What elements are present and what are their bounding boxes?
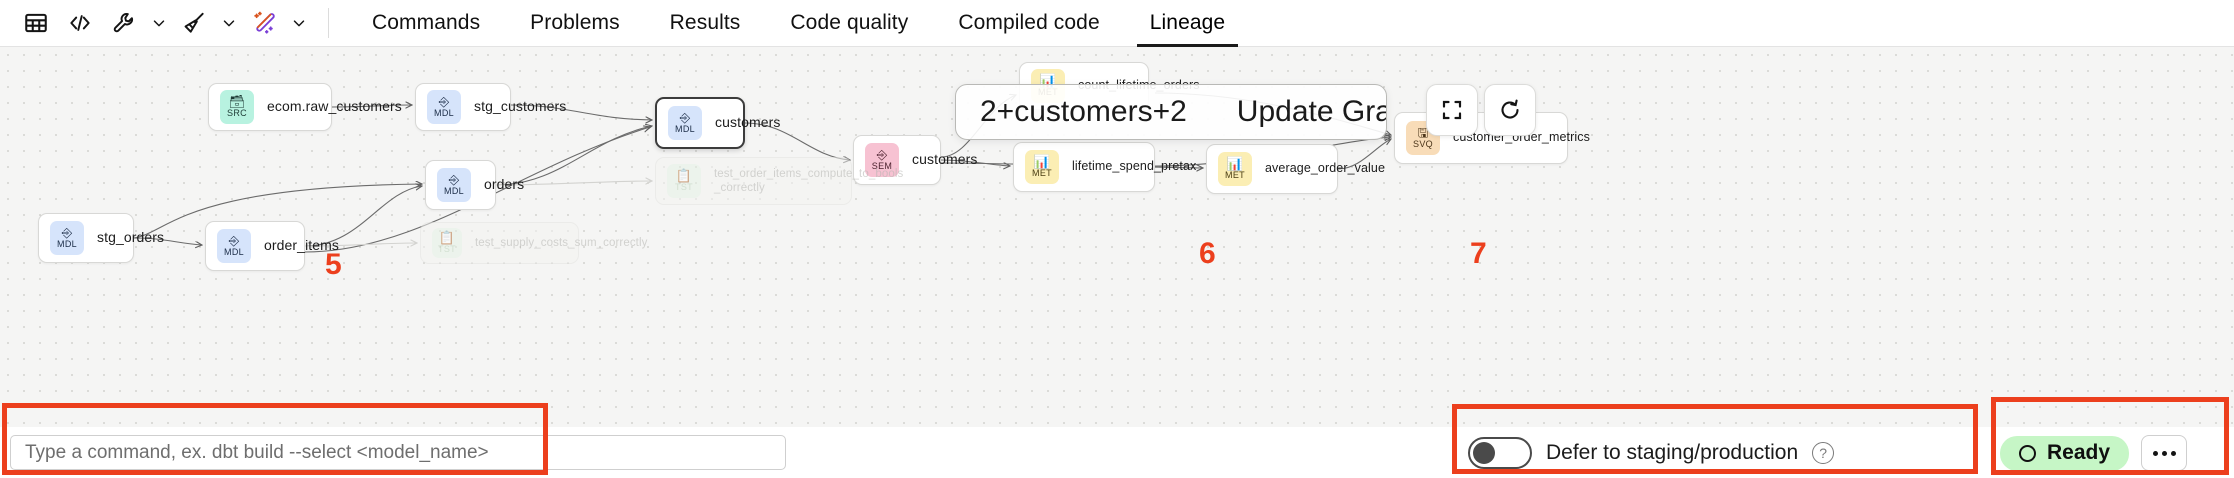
lineage-node-test-order-items[interactable]: 📋 TST test_order_items_compute_to_bools … xyxy=(655,157,903,205)
toolbar-divider xyxy=(328,8,329,38)
chevron-down-icon-broom[interactable] xyxy=(216,3,242,43)
semantic-badge-icon: ⎆ SEM xyxy=(865,143,899,177)
refresh-graph-button[interactable] xyxy=(1484,84,1536,136)
lineage-node-test-supply-costs[interactable]: 📋 TST test_supply_costs_sum_correctly xyxy=(420,222,647,264)
tab-lineage[interactable]: Lineage xyxy=(1125,0,1250,47)
defer-label: Defer to staging/production xyxy=(1546,441,1799,464)
help-icon[interactable]: ? xyxy=(1812,442,1835,464)
top-toolbar: Commands Problems Results Code quality C… xyxy=(0,0,2234,47)
lineage-node-ecom-raw-customers[interactable]: 🗃 SRC ecom.raw_customers xyxy=(208,83,402,131)
metric-badge-icon: 📊 MET xyxy=(1218,152,1252,186)
lineage-node-lifetime-spend-pretax[interactable]: 📊 MET lifetime_spend_pretax xyxy=(1013,142,1196,192)
database-icon: 🗃 xyxy=(228,94,246,109)
bar-chart-icon: 📊 xyxy=(1226,156,1244,171)
model-badge-icon: ⎆ MDL xyxy=(50,221,84,255)
lineage-node-stg-orders[interactable]: ⎆ MDL stg_orders xyxy=(38,213,164,263)
command-input-wrap xyxy=(0,427,796,478)
dot-icon xyxy=(2170,450,2176,456)
lineage-canvas[interactable]: 🗃 SRC ecom.raw_customers ⎆ MDL stg_custo… xyxy=(0,47,2234,427)
test-badge-icon: 📋 TST xyxy=(432,228,462,258)
cube-icon: ⎆ xyxy=(438,94,450,109)
status-label: Ready xyxy=(2047,441,2111,464)
graph-expression-input[interactable]: 2+customers+2 xyxy=(980,95,1187,128)
node-label: test_order_items_compute_to_bools _corre… xyxy=(714,167,904,194)
toggle-knob xyxy=(1473,442,1495,464)
metric-badge-icon: 📊 MET xyxy=(1025,150,1059,184)
status-dot-icon xyxy=(2019,444,2036,462)
fit-view-button[interactable] xyxy=(1426,84,1478,136)
cube-icon: ⎆ xyxy=(61,225,73,240)
node-label: customer_order_metrics xyxy=(1453,130,1590,145)
chevron-down-icon-magic[interactable] xyxy=(286,3,312,43)
lineage-node-customers-model[interactable]: ⎆ MDL customers xyxy=(655,97,780,149)
node-label: lifetime_spend_pretax xyxy=(1072,159,1197,174)
broom-icon[interactable] xyxy=(172,3,216,43)
update-graph-button[interactable]: Update Graph xyxy=(1236,95,1386,128)
bottom-bar: Defer to staging/production ? Ready xyxy=(0,427,2234,478)
tab-problems[interactable]: Problems xyxy=(530,11,620,34)
clipboard-icon: 📋 xyxy=(438,230,456,245)
dot-icon xyxy=(2152,450,2158,456)
chevron-down-icon-wrench[interactable] xyxy=(146,3,172,43)
node-label: stg_orders xyxy=(97,229,165,246)
defer-toggle[interactable] xyxy=(1468,437,1532,469)
model-badge-icon: ⎆ MDL xyxy=(668,106,702,140)
lineage-node-order-items[interactable]: ⎆ MDL order_items xyxy=(205,221,339,271)
node-label: orders xyxy=(484,176,525,193)
node-label: customers xyxy=(912,151,978,168)
more-options-button[interactable] xyxy=(2141,435,2188,471)
model-badge-icon: ⎆ MDL xyxy=(427,90,461,124)
lineage-node-customer-order-metrics[interactable]: 🖫 SVQ customer_order_metrics xyxy=(1394,112,1590,164)
defer-control-group: Defer to staging/production ? xyxy=(1468,436,1835,470)
bar-chart-icon: 📊 xyxy=(1039,73,1057,88)
model-badge-icon: ⎆ MDL xyxy=(437,168,471,202)
source-badge-icon: 🗃 SRC xyxy=(220,90,254,124)
lineage-node-orders[interactable]: ⎆ MDL orders xyxy=(425,160,524,210)
cube-icon: ⎆ xyxy=(228,233,240,248)
wrench-icon[interactable] xyxy=(102,3,146,43)
graph-selector-overlay: 2+customers+2 Update Graph xyxy=(955,84,1387,140)
table-icon[interactable] xyxy=(14,3,58,43)
tab-bar: Commands Problems Results Code quality C… xyxy=(347,0,1250,47)
status-badge[interactable]: Ready xyxy=(2000,435,2130,471)
lineage-node-average-order-value[interactable]: 📊 MET average_order_value xyxy=(1206,144,1385,194)
save-icon: 🖫 xyxy=(1417,125,1429,140)
bar-chart-icon: 📊 xyxy=(1033,154,1051,169)
node-label: customers xyxy=(715,114,781,131)
node-label: order_items xyxy=(264,237,340,254)
tab-code-quality[interactable]: Code quality xyxy=(790,11,909,34)
code-icon[interactable] xyxy=(58,3,102,43)
node-label: test_supply_costs_sum_correctly xyxy=(475,236,648,249)
dot-icon xyxy=(2161,450,2167,456)
lineage-node-stg-customers[interactable]: ⎆ MDL stg_customers xyxy=(415,83,566,131)
node-label: ecom.raw_customers xyxy=(267,98,402,115)
clipboard-icon: 📋 xyxy=(675,168,693,183)
test-badge-icon: 📋 TST xyxy=(667,164,701,198)
command-input[interactable] xyxy=(10,435,786,470)
magic-wand-icon[interactable] xyxy=(242,3,286,43)
node-label: stg_customers xyxy=(474,98,567,115)
toolbar-icon-group xyxy=(0,0,347,47)
status-group: Ready xyxy=(2000,435,2188,471)
lineage-node-customers-semantic[interactable]: ⎆ SEM customers xyxy=(853,135,977,185)
tab-commands[interactable]: Commands xyxy=(372,11,481,34)
cube-icon: ⎆ xyxy=(448,172,460,187)
tab-compiled-code[interactable]: Compiled code xyxy=(958,11,1100,34)
share-nodes-icon: ⎆ xyxy=(876,147,888,162)
cube-icon: ⎆ xyxy=(679,110,691,125)
node-label: average_order_value xyxy=(1265,161,1386,176)
model-badge-icon: ⎆ MDL xyxy=(217,229,251,263)
tab-results[interactable]: Results xyxy=(669,11,741,34)
